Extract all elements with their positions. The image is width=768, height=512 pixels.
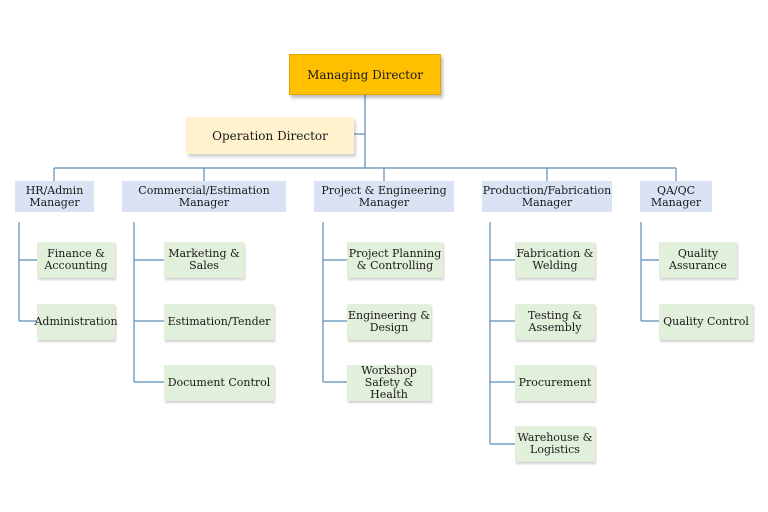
unit-warehouse-logistics: Warehouse & Logistics (515, 426, 595, 462)
unit-engineering-design: Engineering & Design (347, 304, 431, 340)
unit-finance-accounting: Finance & Accounting (37, 242, 115, 278)
unit-quality-assurance: Quality Assurance (659, 242, 737, 278)
unit-fabrication-welding: Fabrication & Welding (515, 242, 595, 278)
operation-director-box: Operation Director (186, 117, 354, 154)
manager-production-fabrication: Production/Fabrication Manager (482, 181, 612, 212)
unit-procurement: Procurement (515, 365, 595, 401)
unit-document-control: Document Control (164, 365, 274, 401)
unit-project-planning-controlling: Project Planning & Controlling (347, 242, 443, 278)
unit-workshop-safety-health: Workshop Safety & Health (347, 365, 431, 401)
unit-quality-control: Quality Control (659, 304, 753, 340)
unit-administration: Administration (34, 304, 118, 340)
manager-qa-qc: QA/QC Manager (640, 181, 712, 212)
managing-director-box: Managing Director (289, 54, 441, 95)
manager-commercial-estimation: Commercial/Estimation Manager (122, 181, 286, 212)
unit-testing-assembly: Testing & Assembly (515, 304, 595, 340)
unit-estimation-tender: Estimation/Tender (164, 304, 274, 340)
manager-project-engineering: Project & Engineering Manager (314, 181, 454, 212)
manager-hr-admin: HR/Admin Manager (15, 181, 94, 212)
unit-marketing-sales: Marketing & Sales (164, 242, 244, 278)
